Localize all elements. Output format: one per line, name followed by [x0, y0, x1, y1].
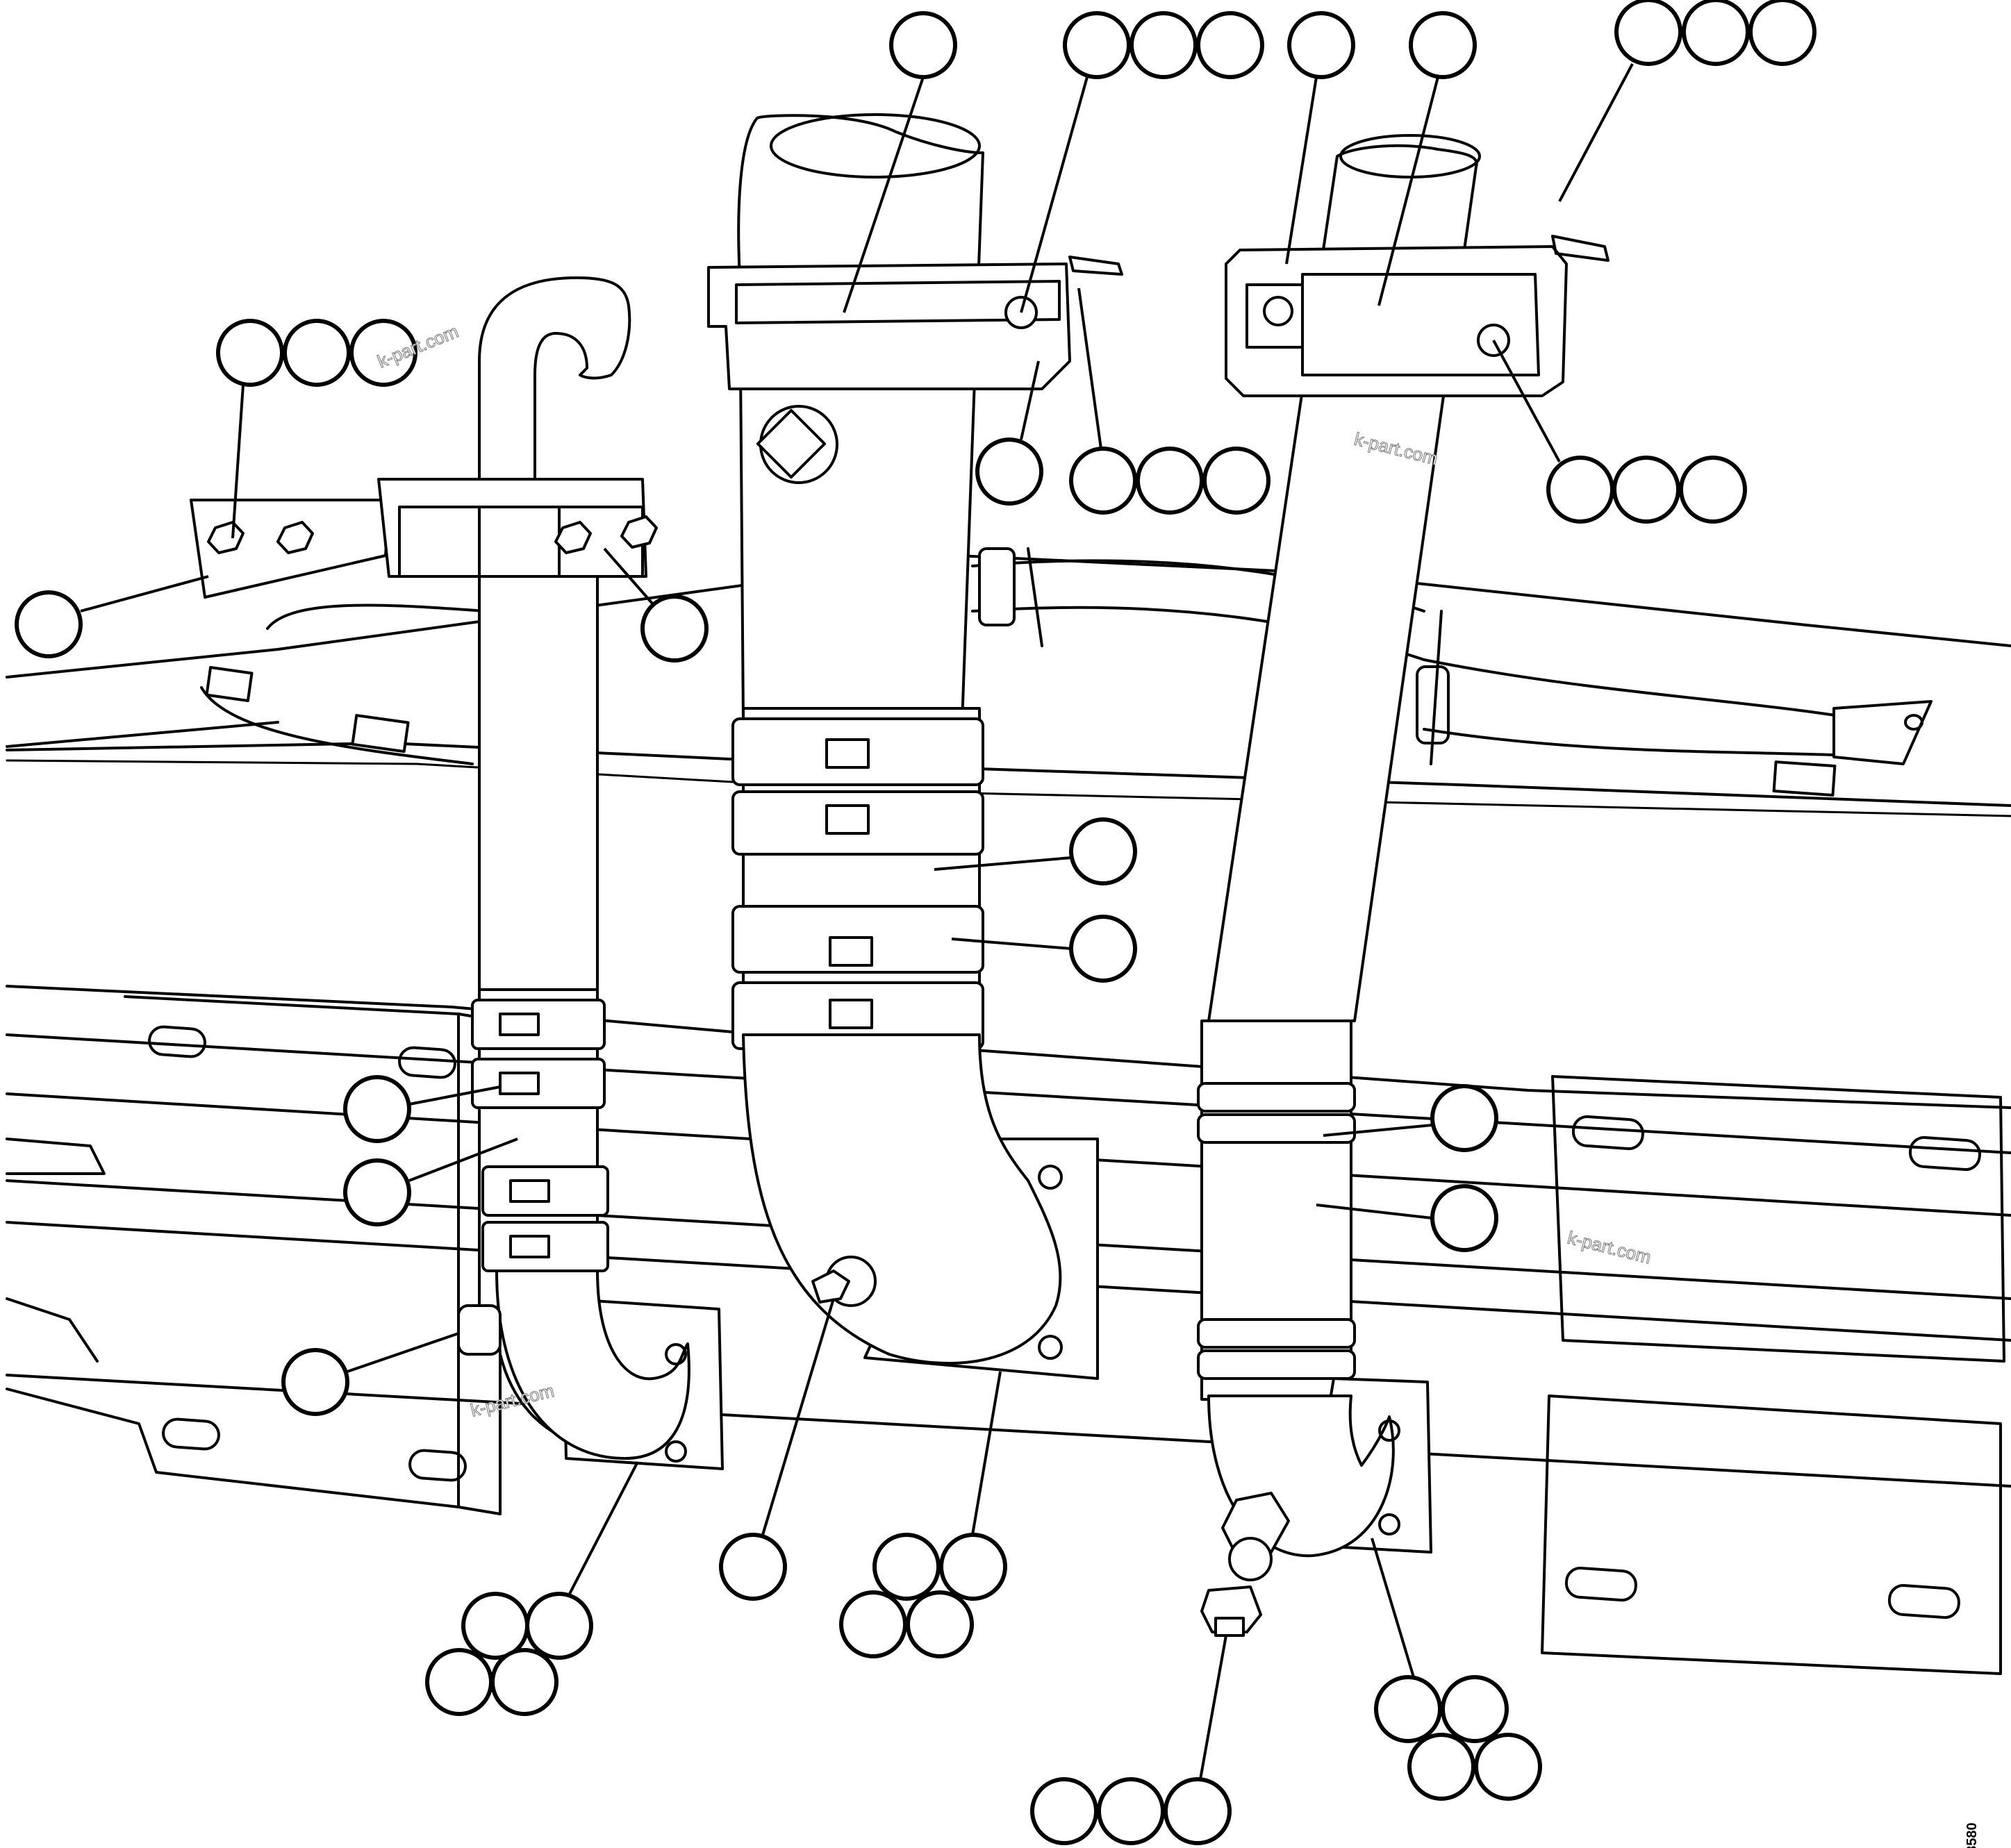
- callout-group-g13: [951, 915, 1137, 983]
- callout-bubble[interactable]: [1136, 447, 1204, 515]
- leader-line: [1323, 1124, 1433, 1137]
- callout-group-g06: [216, 319, 417, 539]
- callout-group-g03: [1285, 11, 1355, 265]
- callout-group-g22: [1371, 1538, 1542, 1801]
- callout-bubble[interactable]: [1407, 1733, 1475, 1801]
- callout-group-g04: [1377, 11, 1477, 306]
- callout-group-g15: [1316, 1184, 1498, 1252]
- callout-bubble[interactable]: [939, 1533, 1007, 1601]
- callout-group-g19: [719, 1298, 835, 1601]
- callout-bubble[interactable]: [283, 319, 351, 387]
- leader-line: [568, 1461, 639, 1595]
- callout-bubble[interactable]: [1374, 1675, 1442, 1743]
- callout-group-g08: [1069, 288, 1271, 515]
- callout-group-g14: [1323, 1084, 1498, 1152]
- leader-line: [1199, 1635, 1227, 1780]
- callout-bubble[interactable]: [872, 1533, 941, 1601]
- leader-line: [1316, 1204, 1433, 1219]
- leader-line: [408, 1138, 518, 1182]
- callout-bubble[interactable]: [1069, 817, 1137, 885]
- leader-line: [231, 384, 245, 539]
- callout-bubble[interactable]: [15, 590, 83, 658]
- callout-bubble[interactable]: [1196, 11, 1264, 79]
- callout-group-g07: [975, 360, 1043, 506]
- leader-line: [951, 938, 1072, 950]
- callout-group-g05: [1558, 0, 1816, 202]
- callout-bubble[interactable]: [1679, 456, 1747, 524]
- leader-line: [1285, 76, 1318, 265]
- callout-bubble[interactable]: [1164, 1777, 1232, 1845]
- callout-bubble[interactable]: [1748, 0, 1816, 66]
- callout-bubble[interactable]: [216, 319, 284, 387]
- callout-group-g20: [839, 1371, 1007, 1658]
- leader-line: [971, 1371, 1002, 1535]
- callout-bubble[interactable]: [1441, 1675, 1509, 1743]
- leader-line: [1020, 76, 1089, 313]
- callout-bubble[interactable]: [1069, 915, 1137, 983]
- callout-group-g12: [934, 817, 1137, 885]
- callout-bubble[interactable]: [349, 319, 417, 387]
- callout-bubble[interactable]: [906, 1590, 974, 1658]
- leader-line: [347, 1332, 459, 1373]
- callout-group-g23: [1030, 1635, 1232, 1845]
- callout-group-g09: [1492, 340, 1747, 524]
- callout-group-g10: [15, 575, 209, 658]
- callout-group-g18: [281, 1332, 459, 1416]
- leader-line: [1377, 76, 1439, 306]
- callout-bubble[interactable]: [1097, 1777, 1165, 1845]
- callout-bubble[interactable]: [1474, 1733, 1542, 1801]
- leader-line: [1492, 340, 1561, 463]
- callout-bubble[interactable]: [525, 1592, 593, 1660]
- leader-line: [1558, 63, 1634, 202]
- callout-bubble[interactable]: [1612, 456, 1680, 524]
- callout-group-g01: [843, 11, 957, 313]
- callout-bubble[interactable]: [281, 1348, 349, 1416]
- callout-group-g16: [343, 1075, 501, 1143]
- leader-line: [80, 575, 209, 613]
- figure-id: 68580: [1964, 1822, 1980, 1848]
- leader-line: [934, 856, 1072, 871]
- leader-line: [408, 1085, 501, 1106]
- leader-line: [761, 1298, 835, 1535]
- callout-bubble[interactable]: [1430, 1184, 1498, 1252]
- callout-group-g17: [343, 1138, 518, 1226]
- callout-bubble[interactable]: [1069, 447, 1137, 515]
- callout-bubble[interactable]: [719, 1533, 787, 1601]
- callout-bubble[interactable]: [1682, 0, 1750, 66]
- callout-bubble[interactable]: [640, 594, 709, 663]
- watermark-text: k-part.com: [1566, 1227, 1653, 1268]
- frame-rails: [6, 554, 2011, 1675]
- callout-bubble[interactable]: [889, 11, 957, 79]
- callout-bubble[interactable]: [1614, 0, 1682, 66]
- callout-bubble[interactable]: [343, 1158, 411, 1226]
- callout-bubble[interactable]: [1409, 11, 1477, 79]
- tank-and-hose: [200, 547, 1933, 797]
- callout-bubble[interactable]: [490, 1648, 558, 1716]
- callout-group-g02: [1020, 11, 1264, 313]
- left-pipe-assembly: [190, 276, 724, 1470]
- middle-pipe-assembly: [707, 113, 1123, 1380]
- callout-bubble[interactable]: [1546, 456, 1614, 524]
- callout-bubble[interactable]: [1063, 11, 1131, 79]
- callout-bubble[interactable]: [461, 1592, 529, 1660]
- callout-bubble[interactable]: [1287, 11, 1355, 79]
- callout-group-g11: [603, 547, 709, 663]
- callout-bubble[interactable]: [1030, 1777, 1098, 1845]
- right-pipe-assembly: [1197, 134, 1609, 1637]
- leader-line: [603, 547, 654, 606]
- callout-bubble[interactable]: [1430, 1084, 1498, 1152]
- callout-bubble[interactable]: [1129, 11, 1198, 79]
- leader-line: [1077, 288, 1102, 449]
- leader-line: [843, 76, 925, 313]
- callout-bubble[interactable]: [1202, 447, 1271, 515]
- callout-layer: [15, 0, 1816, 1845]
- callout-bubble[interactable]: [975, 438, 1043, 506]
- leader-line: [1371, 1538, 1415, 1678]
- callout-bubble[interactable]: [343, 1075, 411, 1143]
- callout-bubble[interactable]: [839, 1590, 907, 1658]
- callout-bubble[interactable]: [425, 1648, 493, 1716]
- leader-line: [1020, 360, 1040, 440]
- callout-group-g21: [425, 1461, 639, 1716]
